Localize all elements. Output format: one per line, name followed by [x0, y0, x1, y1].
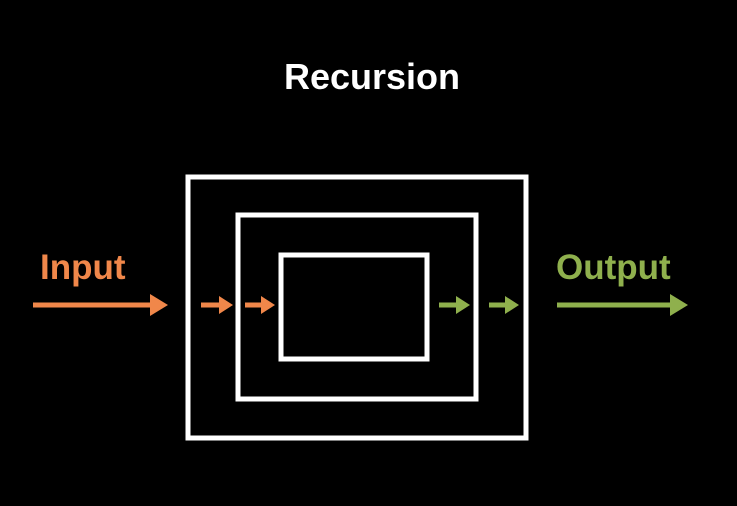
input-label: Input — [40, 248, 126, 287]
output-label: Output — [556, 248, 671, 287]
diagram-title: Recursion — [284, 56, 460, 97]
input-arrow-outer-level — [201, 296, 233, 314]
outer-frame — [185, 174, 529, 441]
inner-frame — [278, 252, 430, 362]
output-arrow — [557, 294, 688, 316]
output-arrow-middle-level — [439, 296, 470, 314]
output-arrow-outer-level — [489, 296, 519, 314]
input-arrow — [33, 294, 168, 316]
input-arrow-middle-level — [245, 296, 275, 314]
middle-frame — [235, 212, 479, 402]
